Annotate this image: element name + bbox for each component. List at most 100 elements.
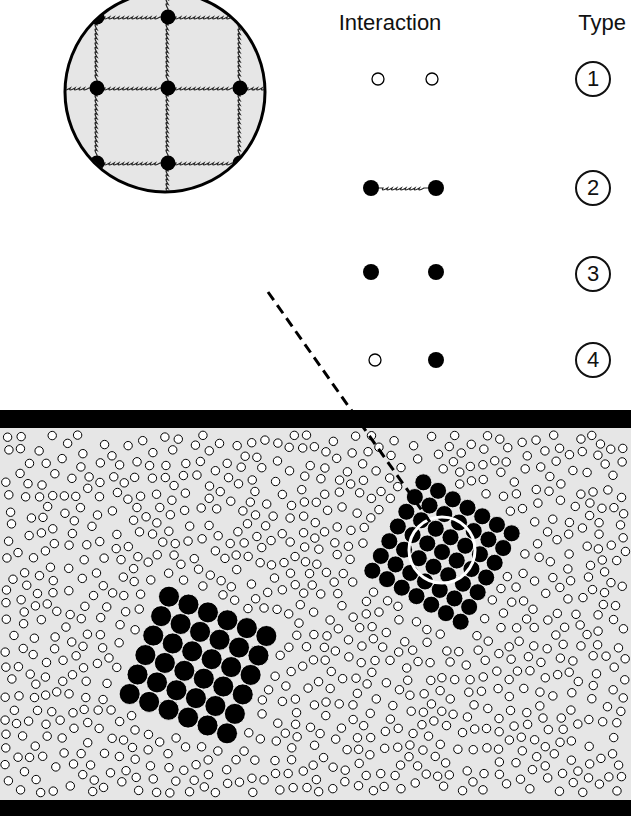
fluid-particle <box>579 593 587 601</box>
fluid-particle <box>26 670 34 678</box>
fluid-particle <box>271 477 279 485</box>
fluid-particle <box>493 667 501 675</box>
fluid-particle <box>396 761 404 769</box>
fluid-particle <box>607 445 615 453</box>
fluid-particle <box>546 472 554 480</box>
fluid-particle <box>446 695 454 703</box>
fluid-particle <box>309 761 317 769</box>
fluid-particle <box>314 787 322 795</box>
fluid-particle <box>586 499 594 507</box>
fluid-particle <box>278 529 286 537</box>
fluid-particle <box>89 591 97 599</box>
solid-particle <box>436 506 453 523</box>
fluid-particle <box>240 539 248 547</box>
fluid-particle <box>276 786 284 794</box>
fluid-particle <box>457 449 465 457</box>
fluid-particle <box>567 706 575 714</box>
fluid-particle <box>617 707 625 715</box>
fluid-particle <box>304 684 312 692</box>
fluid-particle <box>224 473 232 481</box>
fluid-particle <box>79 770 87 778</box>
fluid-particle <box>161 433 169 441</box>
fluid-particle <box>226 539 234 547</box>
fluid-particle <box>232 551 240 559</box>
fluid-particle <box>133 503 141 511</box>
lattice-node <box>18 10 33 25</box>
solid-particle <box>446 590 463 607</box>
fluid-particle <box>557 714 565 722</box>
fluid-particle <box>120 591 128 599</box>
fluid-particle <box>271 769 279 777</box>
fluid-particle <box>1 648 9 656</box>
fluid-particle <box>422 770 430 778</box>
fluid-particle <box>134 786 142 794</box>
fluid-particle <box>482 724 490 732</box>
fluid-particle <box>142 513 150 521</box>
fluid-particle <box>38 752 46 760</box>
fluid-particle <box>235 778 243 786</box>
fluid-particle <box>269 512 277 520</box>
fluid-particle <box>443 647 451 655</box>
fluid-particle <box>610 733 618 741</box>
fluid-particle <box>420 690 428 698</box>
spring <box>166 163 168 236</box>
fluid-particle <box>359 721 367 729</box>
solid-particle <box>474 508 491 525</box>
fluid-particle <box>20 767 28 775</box>
fluid-particle <box>419 708 427 716</box>
fluid-particle <box>2 730 10 738</box>
fluid-particle <box>362 771 370 779</box>
fluid-particle <box>354 745 362 753</box>
fluid-particle <box>315 545 323 553</box>
callout-number: 3 <box>587 263 599 285</box>
solid-particle <box>154 652 175 673</box>
callout-circle: 1 <box>575 61 611 97</box>
fluid-particle <box>358 642 366 650</box>
fluid-particle <box>153 519 161 527</box>
fluid-particle <box>403 676 411 684</box>
fluid-particle <box>316 729 324 737</box>
fluid-particle <box>84 739 92 747</box>
fluid-particle <box>115 461 123 469</box>
fluid-particle <box>311 534 319 542</box>
fluid-particle <box>179 471 187 479</box>
spring <box>25 88 97 90</box>
zoom-marker <box>409 517 475 583</box>
fluid-particle <box>312 775 320 783</box>
fluid-particle <box>239 507 247 515</box>
fluid-particle <box>348 449 356 457</box>
fluid-particle <box>65 564 73 572</box>
fluid-particle <box>310 741 318 749</box>
fluid-particle <box>572 610 580 618</box>
fluid-particle <box>9 575 17 583</box>
fluid-particle <box>386 494 394 502</box>
fluid-particle <box>441 759 449 767</box>
fluid-particle <box>100 749 108 757</box>
fluid-particle <box>282 682 290 690</box>
fluid-particle <box>595 530 603 538</box>
fluid-particle <box>63 439 71 447</box>
fluid-particle <box>117 555 125 563</box>
fluid-particle <box>256 735 264 743</box>
fluid-particle <box>263 500 271 508</box>
fluid-particle <box>289 783 297 791</box>
fluid-particle <box>234 480 242 488</box>
fluid-particle <box>267 536 275 544</box>
fluid-particle <box>434 450 442 458</box>
fluid-particle <box>522 615 530 623</box>
fluid-particle <box>613 719 621 727</box>
fluid-particle <box>558 769 566 777</box>
fluid-particle <box>166 789 174 797</box>
fluid-particle <box>367 514 375 522</box>
lattice-node <box>161 156 176 171</box>
fluid-particle <box>584 573 592 581</box>
fluid-particle <box>144 558 152 566</box>
fluid-particle <box>299 529 307 537</box>
fluid-particle <box>585 760 593 768</box>
fluid-particle <box>524 652 532 660</box>
fluid-particle <box>80 556 88 564</box>
fluid-particle <box>534 499 542 507</box>
fluid-particle <box>251 487 259 495</box>
fluid-particle <box>274 719 282 727</box>
